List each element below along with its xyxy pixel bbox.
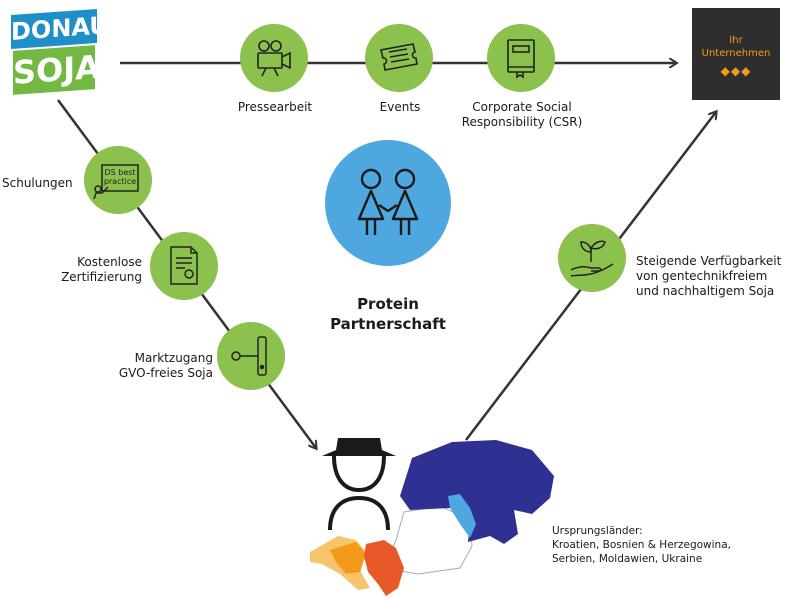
- step-schulungen: DS best practice: [84, 146, 152, 214]
- company-line2: Unternehmen: [701, 48, 771, 59]
- map-serbia: [364, 540, 404, 596]
- label-zertifizierung-line1: Kostenlose: [77, 255, 142, 269]
- origin-line1: Kroatien, Bosnien & Herzegowina,: [552, 539, 731, 551]
- book-icon: [507, 39, 535, 79]
- protein-partnership-title: Protein Partnerschaft: [300, 294, 476, 334]
- label-zertifizierung: Kostenlose Zertifizierung: [52, 255, 142, 285]
- step-verfuegbarkeit: [558, 224, 626, 292]
- step-pressearbeit: [240, 24, 308, 92]
- origin-countries-label: Ursprungsländer: Kroatien, Bosnien & Her…: [552, 524, 782, 566]
- label-events: Events: [379, 100, 421, 114]
- presentation-icon: DS best practice: [93, 164, 139, 200]
- tickets-icon: [380, 43, 418, 71]
- label-pressearbeit: Pressearbeit: [237, 100, 313, 114]
- icon-text-line1: DS best: [104, 168, 135, 177]
- label-csr-line1: Corporate Social: [472, 100, 572, 114]
- origin-line2: Serbien, Moldawien, Ukraine: [552, 553, 703, 565]
- company-diamonds: ◆◆◆: [720, 64, 752, 78]
- label-csr: Corporate Social Responsibility (CSR): [455, 100, 589, 130]
- step-events: [365, 24, 433, 92]
- icon-text-line2: practice: [104, 177, 136, 186]
- two-people-icon: [357, 168, 419, 235]
- farmer-icon: [322, 438, 396, 531]
- center-line1: Protein: [357, 295, 419, 313]
- label-zertifizierung-line2: Zertifizierung: [61, 270, 142, 284]
- logo-line1: DONAU: [11, 8, 109, 50]
- label-verfuegbarkeit-line1: Steigende Verfügbarkeit: [636, 254, 782, 268]
- donau-soja-logo: DONAU SOJA: [8, 8, 109, 95]
- label-schulungen: Schulungen: [2, 176, 73, 190]
- step-zertifizierung: [150, 232, 218, 300]
- center-line2: Partnerschaft: [330, 315, 446, 333]
- origin-title: Ursprungsländer:: [552, 525, 643, 537]
- label-verfuegbarkeit-line2: von gentechnikfreiem: [636, 269, 768, 283]
- step-marktzugang: [217, 322, 285, 390]
- step-csr: [487, 24, 555, 92]
- label-verfuegbarkeit-line3: und nachhaltigem Soja: [636, 284, 775, 298]
- label-marktzugang-line2: GVO-freies Soja: [118, 366, 213, 380]
- map-moldova: [448, 494, 476, 538]
- label-verfuegbarkeit: Steigende Verfügbarkeit von gentechnikfr…: [636, 254, 785, 299]
- label-marktzugang-line1: Marktzugang: [134, 351, 213, 365]
- map-ukraine: [400, 440, 554, 544]
- company-box: Ihr Unternehmen ◆◆◆: [692, 8, 780, 100]
- logo-line2: SOJA: [13, 45, 100, 95]
- label-marktzugang: Marktzugang GVO-freies Soja: [98, 351, 213, 381]
- door-handle-icon: [231, 336, 267, 376]
- certificate-icon: [170, 246, 198, 285]
- video-camera-icon: [257, 40, 291, 77]
- protein-partnership-circle: [325, 140, 451, 266]
- company-line1: Ihr: [729, 35, 743, 46]
- plant-in-hand-icon: [570, 240, 614, 277]
- origin-countries-map: [310, 440, 554, 596]
- label-csr-line2: Responsibility (CSR): [461, 115, 583, 129]
- map-bosnia: [330, 542, 366, 574]
